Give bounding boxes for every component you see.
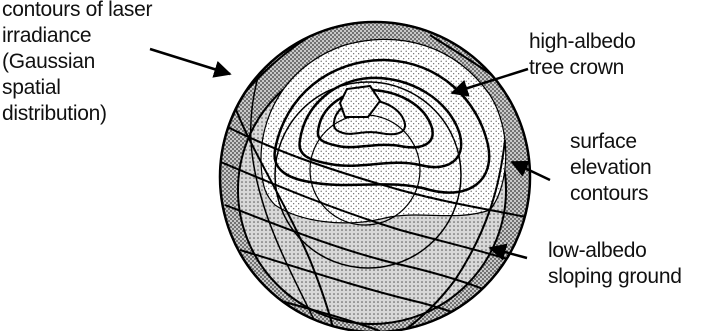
label-line: high-albedo: [529, 29, 635, 55]
label-line: (Gaussian: [2, 49, 152, 75]
high-albedo-label: high-albedo tree crown: [529, 29, 635, 81]
laser-arrow: [150, 49, 230, 74]
laser-irradiance-label: contours of laser irradiance (Gaussian s…: [2, 0, 152, 127]
low-albedo-label: low-albedo sloping ground: [548, 238, 682, 290]
label-line: irradiance: [2, 23, 152, 49]
label-line: spatial: [2, 75, 152, 101]
label-line: low-albedo: [548, 238, 682, 264]
label-line: surface: [570, 129, 651, 155]
elevation-contours-label: surface elevation contours: [570, 129, 651, 207]
label-line: tree crown: [529, 55, 635, 81]
label-line: contours: [570, 181, 651, 207]
label-line: contours of laser: [2, 0, 152, 23]
label-line: distribution): [2, 101, 152, 127]
label-line: sloping ground: [548, 264, 682, 290]
label-line: elevation: [570, 155, 651, 181]
